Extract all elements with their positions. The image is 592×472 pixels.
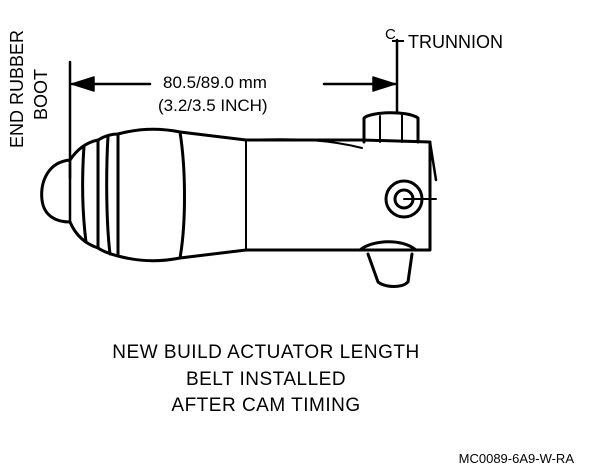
caption-line-2: BELT INSTALLED bbox=[185, 369, 347, 390]
caption-line-1: NEW BUILD ACTUATOR LENGTH bbox=[112, 342, 420, 363]
bottom-lug bbox=[366, 252, 414, 288]
boot-collar bbox=[116, 127, 186, 263]
caption-line-3: AFTER CAM TIMING bbox=[171, 395, 361, 416]
trunnion-label: TRUNNION bbox=[408, 32, 503, 52]
boot-label: BOOT bbox=[31, 68, 51, 120]
boot-rib-2 bbox=[81, 144, 88, 244]
trunnion-stud bbox=[362, 111, 420, 144]
centerline-symbol-bar bbox=[392, 40, 404, 42]
body-right-edge bbox=[428, 140, 438, 182]
dimension-imperial-label: (3.2/3.5 INCH) bbox=[158, 96, 268, 115]
figure-code: MC0089-6A9-W-RA bbox=[458, 451, 574, 466]
dimension-arrow-left bbox=[71, 76, 95, 92]
boot-rib-3 bbox=[96, 132, 120, 258]
boot-dome bbox=[40, 158, 72, 224]
boot-rib-4 bbox=[105, 134, 112, 256]
boot-rib-1 bbox=[68, 138, 100, 250]
centerline-symbol: C bbox=[385, 26, 396, 43]
actuator-body-outline bbox=[178, 130, 432, 260]
body-taper bbox=[245, 138, 363, 149]
bottom-lug-hump bbox=[358, 240, 418, 252]
dimension-metric-label: 80.5/89.0 mm bbox=[163, 73, 267, 92]
end-rubber-label: END RUBBER bbox=[7, 29, 27, 148]
dimension-arrow-right bbox=[372, 76, 396, 92]
